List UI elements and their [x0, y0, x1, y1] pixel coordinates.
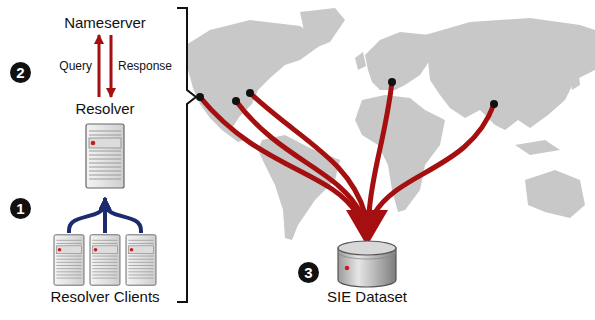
resolver-server: Resolver [60, 100, 150, 196]
africa [355, 95, 445, 212]
edge-label: Query [59, 59, 92, 73]
dns-arrow [111, 35, 112, 97]
client-servers: Resolver Clients [36, 230, 174, 306]
bracket [177, 8, 196, 302]
connector-line [110, 35, 113, 97]
server-icon [54, 235, 84, 285]
sensor-dot [232, 97, 240, 105]
server-icon [36, 230, 174, 288]
connector-line [69, 198, 105, 233]
dataset-cylinder: SIE Dataset [312, 240, 422, 306]
database-icon [338, 241, 396, 287]
data-flow-lines [200, 82, 494, 214]
australia [525, 170, 585, 218]
server-icon [86, 124, 124, 188]
sensor-dot [246, 89, 254, 97]
node-title: Resolver [60, 100, 150, 118]
server-icon [126, 235, 156, 285]
europe [365, 32, 430, 90]
callout-number: 1 [10, 198, 31, 219]
callout-number: 2 [10, 62, 31, 83]
indonesia [515, 140, 560, 155]
continents [186, 8, 595, 240]
callout-number: 3 [298, 262, 319, 283]
japan [570, 65, 580, 90]
node-title: Resolver Clients [36, 288, 174, 306]
node-title: Nameserver [50, 14, 160, 32]
node-title: SIE Dataset [312, 288, 422, 306]
server-icon [90, 235, 120, 285]
flow-line [374, 104, 494, 214]
asia [425, 18, 595, 130]
greenland [300, 8, 345, 48]
connector-line [105, 198, 141, 233]
flow-line [236, 101, 361, 214]
sensor-dots [196, 78, 498, 108]
sensor-dot [490, 100, 498, 108]
dns-arrow [99, 35, 100, 97]
request-arrow [69, 198, 141, 233]
sensor-dot [388, 78, 396, 86]
nameserver-label: Nameserver [50, 14, 160, 32]
server-icon [60, 118, 150, 196]
connector-line [98, 35, 101, 97]
edge-label: Response [118, 59, 172, 73]
flow-line [250, 93, 365, 214]
database-icon [312, 240, 422, 288]
britain [355, 52, 366, 70]
